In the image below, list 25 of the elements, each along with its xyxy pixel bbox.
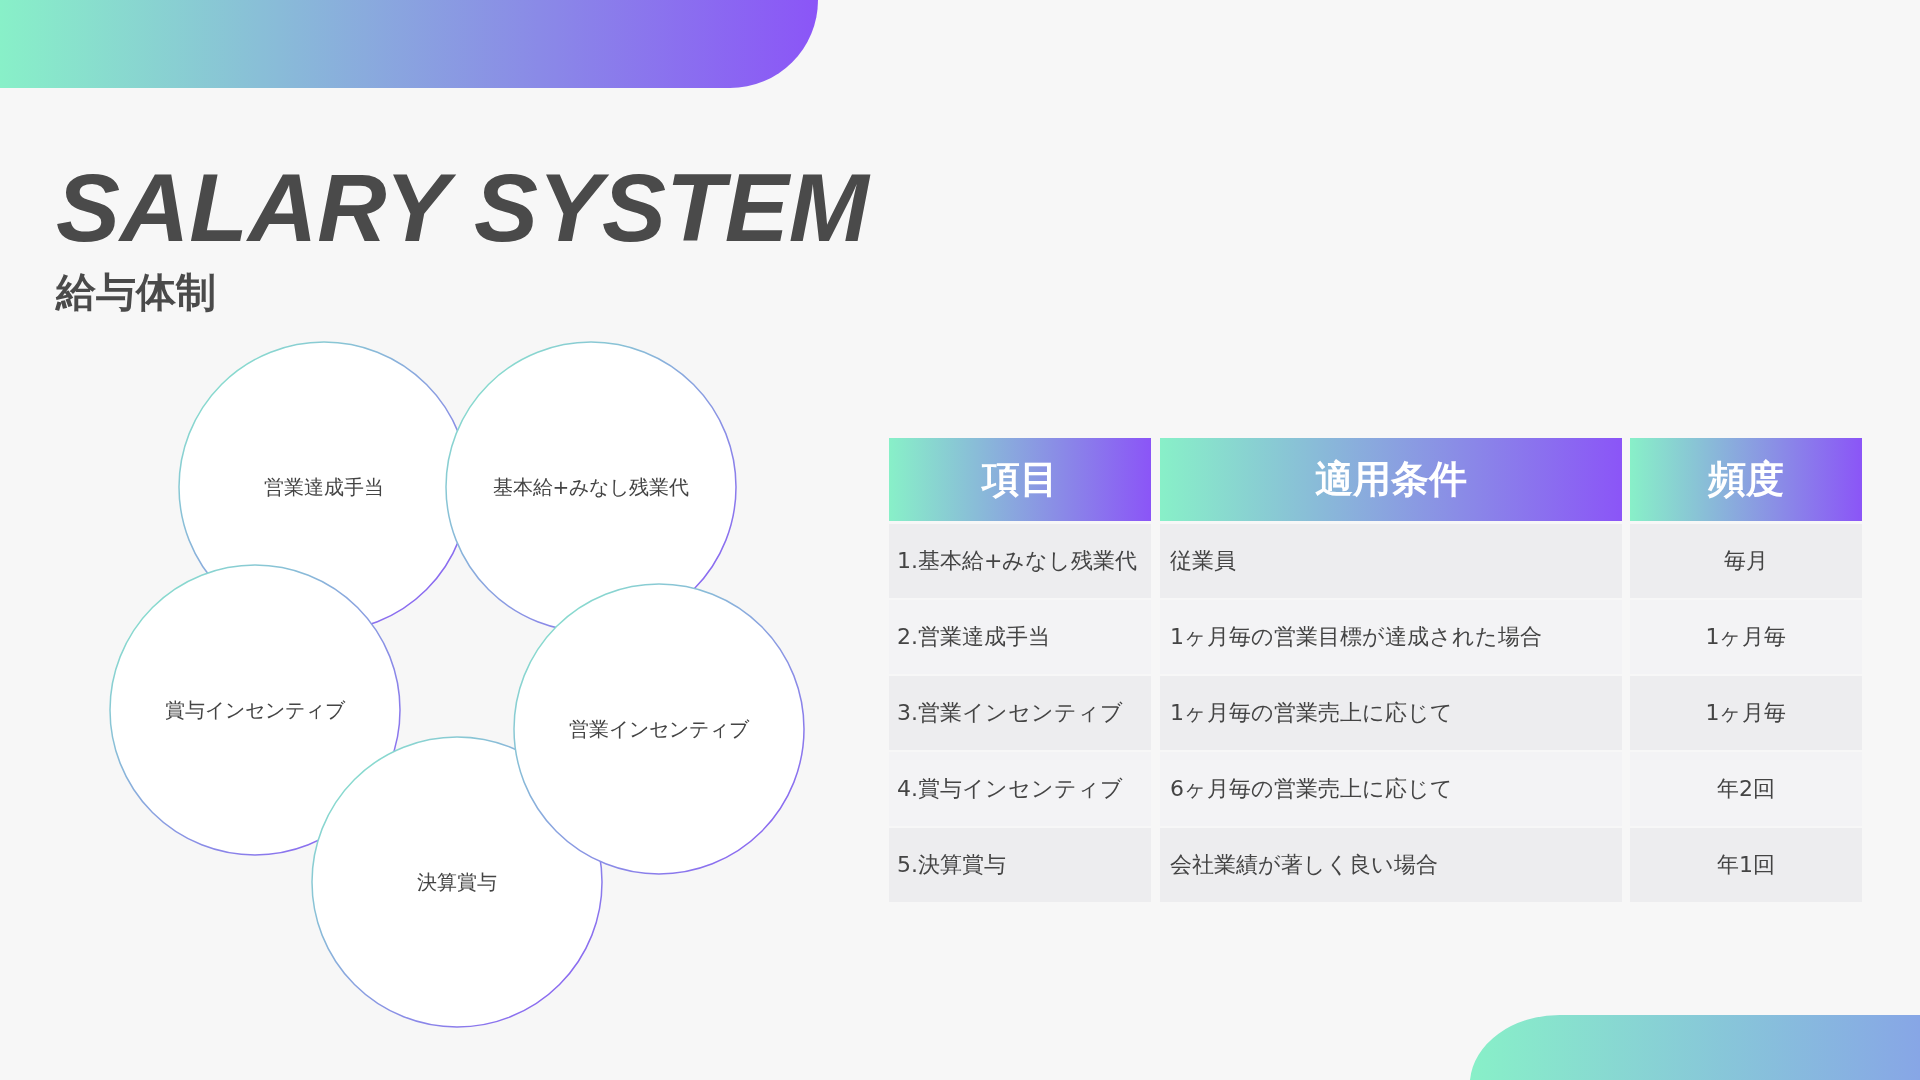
title: SALARY SYSTEM — [56, 160, 869, 256]
circle-label: 賞与インセンティブ — [165, 696, 345, 724]
table-cell: 毎月 — [1630, 524, 1862, 598]
circle-label: 基本給+みなし残業代 — [492, 473, 690, 501]
table-cell: 1ヶ月毎 — [1630, 600, 1862, 674]
circle-label: 決算賞与 — [417, 868, 497, 896]
circle-label: 営業インセンティブ — [569, 715, 749, 743]
table-cell: 1.基本給+みなし残業代 — [889, 524, 1151, 598]
table-cell: 1ヶ月毎の営業目標が達成された場合 — [1160, 600, 1622, 674]
table-cell: 2.営業達成手当 — [889, 600, 1151, 674]
table-header-cell: 頻度 — [1630, 438, 1862, 521]
table-cell: 1ヶ月毎 — [1630, 676, 1862, 750]
circle-label: 営業達成手当 — [264, 473, 384, 501]
table-cell: 年1回 — [1630, 828, 1862, 902]
table-cell: 会社業績が著しく良い場合 — [1160, 828, 1622, 902]
table-cell: 5.決算賞与 — [889, 828, 1151, 902]
table-cell: 4.賞与インセンティブ — [889, 752, 1151, 826]
table-header-cell: 項目 — [889, 438, 1151, 521]
table-header-cell: 適用条件 — [1160, 438, 1622, 521]
table-cell: 1ヶ月毎の営業売上に応じて — [1160, 676, 1622, 750]
table-cell: 6ヶ月毎の営業売上に応じて — [1160, 752, 1622, 826]
table-cell: 従業員 — [1160, 524, 1622, 598]
subtitle: 給与体制 — [56, 270, 216, 314]
table-cell: 年2回 — [1630, 752, 1862, 826]
table-cell: 3.営業インセンティブ — [889, 676, 1151, 750]
